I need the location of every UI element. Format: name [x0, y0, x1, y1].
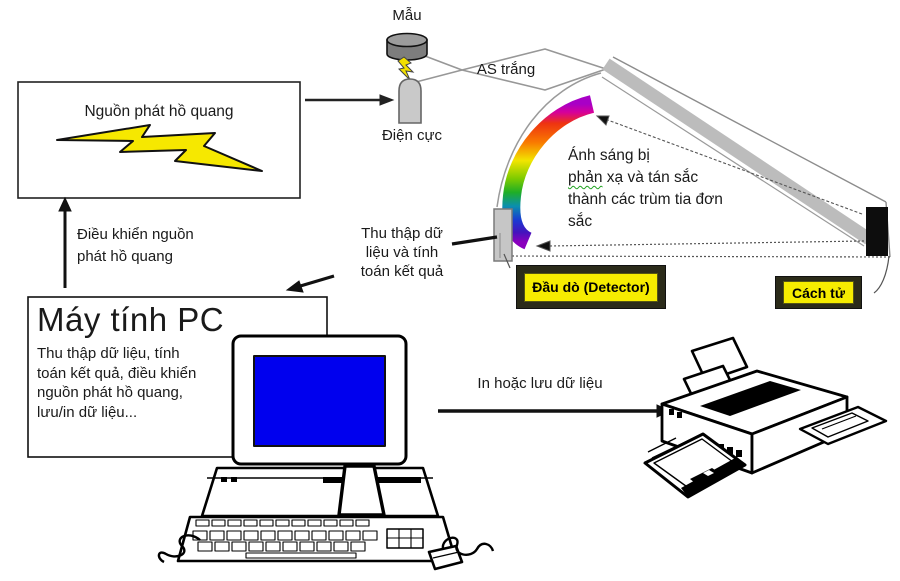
pc-description: Thu thập dữ liệu, tính toán kết quả, điề…: [37, 344, 196, 422]
pc-title: Máy tính PC: [37, 301, 225, 338]
detector-shape: [451, 208, 513, 269]
collect-note-line1: Thu thập dữ: [361, 225, 443, 242]
sample-cylinder: [386, 32, 428, 61]
collect-note: Thu thập dữ liệu và tính toán kết quả: [361, 224, 444, 281]
dispersion-note-line1: Ánh sáng bị: [568, 147, 650, 164]
detector-tag-label: Đầu dò (Detector): [524, 272, 658, 302]
arc-source-label: Nguồn phát hồ quang: [84, 103, 234, 120]
dispersion-note-line4: sắc: [568, 213, 593, 230]
arrow-control-up: [58, 196, 72, 288]
electrode-label: Điện cực: [381, 127, 443, 144]
grating-tag: Cách tử: [776, 277, 861, 308]
pc-description-line2: toán kết quả, điều khiển: [37, 364, 197, 382]
dispersion-note: Ánh sáng bị phản xạ và tán sắc thành các…: [568, 145, 723, 233]
beam-shape: [500, 56, 891, 258]
arrow-collect-to-pc: [285, 274, 335, 293]
mouse-cable: [441, 536, 495, 556]
arrow-print-save: [438, 404, 672, 418]
printer-icon: [643, 336, 888, 499]
dispersed-rays: [535, 115, 865, 252]
dispersion-note-line3: thành các trùm tia đơn: [568, 191, 723, 208]
spark-icon: [397, 56, 415, 81]
system-unit: [200, 466, 440, 518]
collect-note-line3: toán kết quả: [360, 263, 444, 280]
arc-source-box: [17, 81, 301, 199]
electrode-shape: [398, 78, 422, 124]
grating-shape: [866, 207, 890, 294]
detector-tag: Đầu dò (Detector): [517, 266, 665, 308]
pc-description-line1: Thu thập dữ liệu, tính: [37, 345, 180, 362]
control-note-line1: Điều khiển nguồn: [77, 226, 194, 243]
lightning-icon: [56, 124, 263, 172]
mouse-icon: [427, 544, 464, 571]
control-note: Điều khiển nguồn phát hồ quang: [77, 224, 194, 268]
printer-paper-back: [690, 336, 749, 383]
white-light-label: AS trắng: [476, 61, 536, 78]
dispersion-note-line2: phản xạ và tán sắc: [568, 169, 699, 186]
pc-description-line3: nguồn phát hồ quang,: [37, 384, 183, 401]
keyboard-cable: [157, 534, 201, 564]
monitor-stand: [337, 464, 386, 517]
control-note-line2: phát hồ quang: [77, 248, 173, 265]
collect-note-line2: liệu và tính: [365, 244, 439, 261]
monitor-screen: [253, 355, 386, 447]
pc-description-line4: lưu/in dữ liệu...: [37, 403, 138, 421]
arrow-source-to-electrode: [305, 94, 395, 106]
sample-label: Mẫu: [392, 7, 422, 24]
grating-tag-label: Cách tử: [783, 281, 854, 304]
rainbow-spectrum: [496, 72, 602, 250]
computer-icon: [157, 334, 495, 571]
print-save-label: In hoặc lưu dữ liệu: [477, 375, 603, 392]
